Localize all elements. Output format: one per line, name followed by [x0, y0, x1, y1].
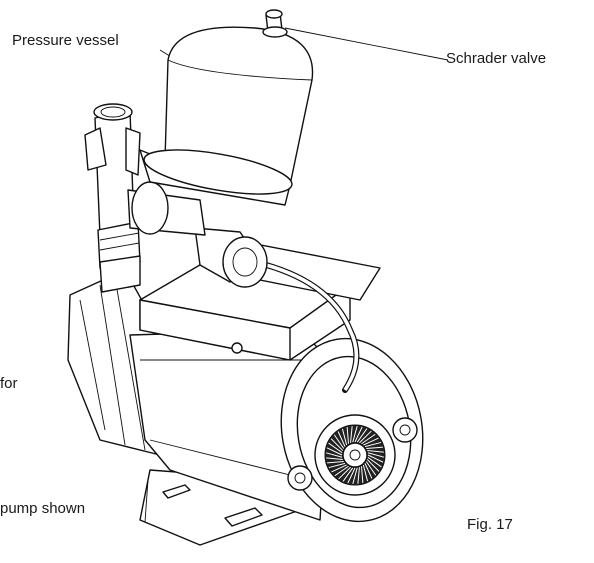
pressure-switch [194, 227, 268, 288]
fan-spoke [361, 433, 376, 445]
fan-spoke [367, 454, 384, 463]
partial-caption-text: for [0, 375, 18, 392]
fan-spoke [350, 426, 353, 443]
fan-spoke [365, 461, 377, 476]
fan-spoke [366, 459, 380, 472]
fan-spoke [354, 426, 363, 443]
fan-spoke [352, 425, 358, 443]
fan-spoke [356, 428, 368, 443]
schrader-valve-label: Schrader valve [446, 50, 547, 67]
fan-spoke [367, 452, 385, 458]
fan-spoke [366, 446, 383, 449]
figure-number: Fig. 17 [467, 516, 513, 533]
fan-spoke [341, 428, 348, 446]
fan-spoke [328, 442, 343, 454]
schrader-valve [262, 9, 288, 38]
fan-spoke [352, 467, 358, 485]
pressure-vessel [139, 26, 314, 206]
fan-spoke [328, 462, 346, 469]
fan-spoke [326, 447, 343, 456]
leader-line-schrader-valve [284, 27, 449, 61]
fan-spoke [367, 450, 384, 453]
fan-spoke [330, 438, 344, 451]
fan-spoke [333, 434, 345, 449]
fan-grille [314, 414, 396, 496]
fan-spoke [363, 437, 379, 446]
fan-spoke [362, 464, 369, 482]
fan-spoke [337, 431, 346, 447]
fan-spoke [327, 461, 344, 464]
fan-spoke [326, 457, 343, 460]
fan-spoke [334, 465, 349, 477]
fan-spoke [346, 427, 349, 444]
fan-spoke [347, 467, 356, 484]
control-box [139, 239, 381, 361]
tee-fitting [127, 181, 206, 236]
fan-spoke [364, 441, 382, 448]
partial-note-text: pump shown [0, 500, 86, 517]
fan-spoke [359, 430, 372, 444]
fan-spoke [342, 467, 354, 482]
fan-spoke [357, 467, 360, 484]
pressure-vessel-label: Pressure vessel [12, 32, 119, 49]
fan-spoke [331, 464, 347, 473]
fan-spoke [361, 466, 364, 483]
fan-spoke [367, 456, 382, 468]
fan-spoke [325, 452, 343, 458]
inlet-pipe [84, 103, 141, 293]
fan-spoke [364, 463, 373, 479]
fan-spoke [338, 466, 351, 480]
